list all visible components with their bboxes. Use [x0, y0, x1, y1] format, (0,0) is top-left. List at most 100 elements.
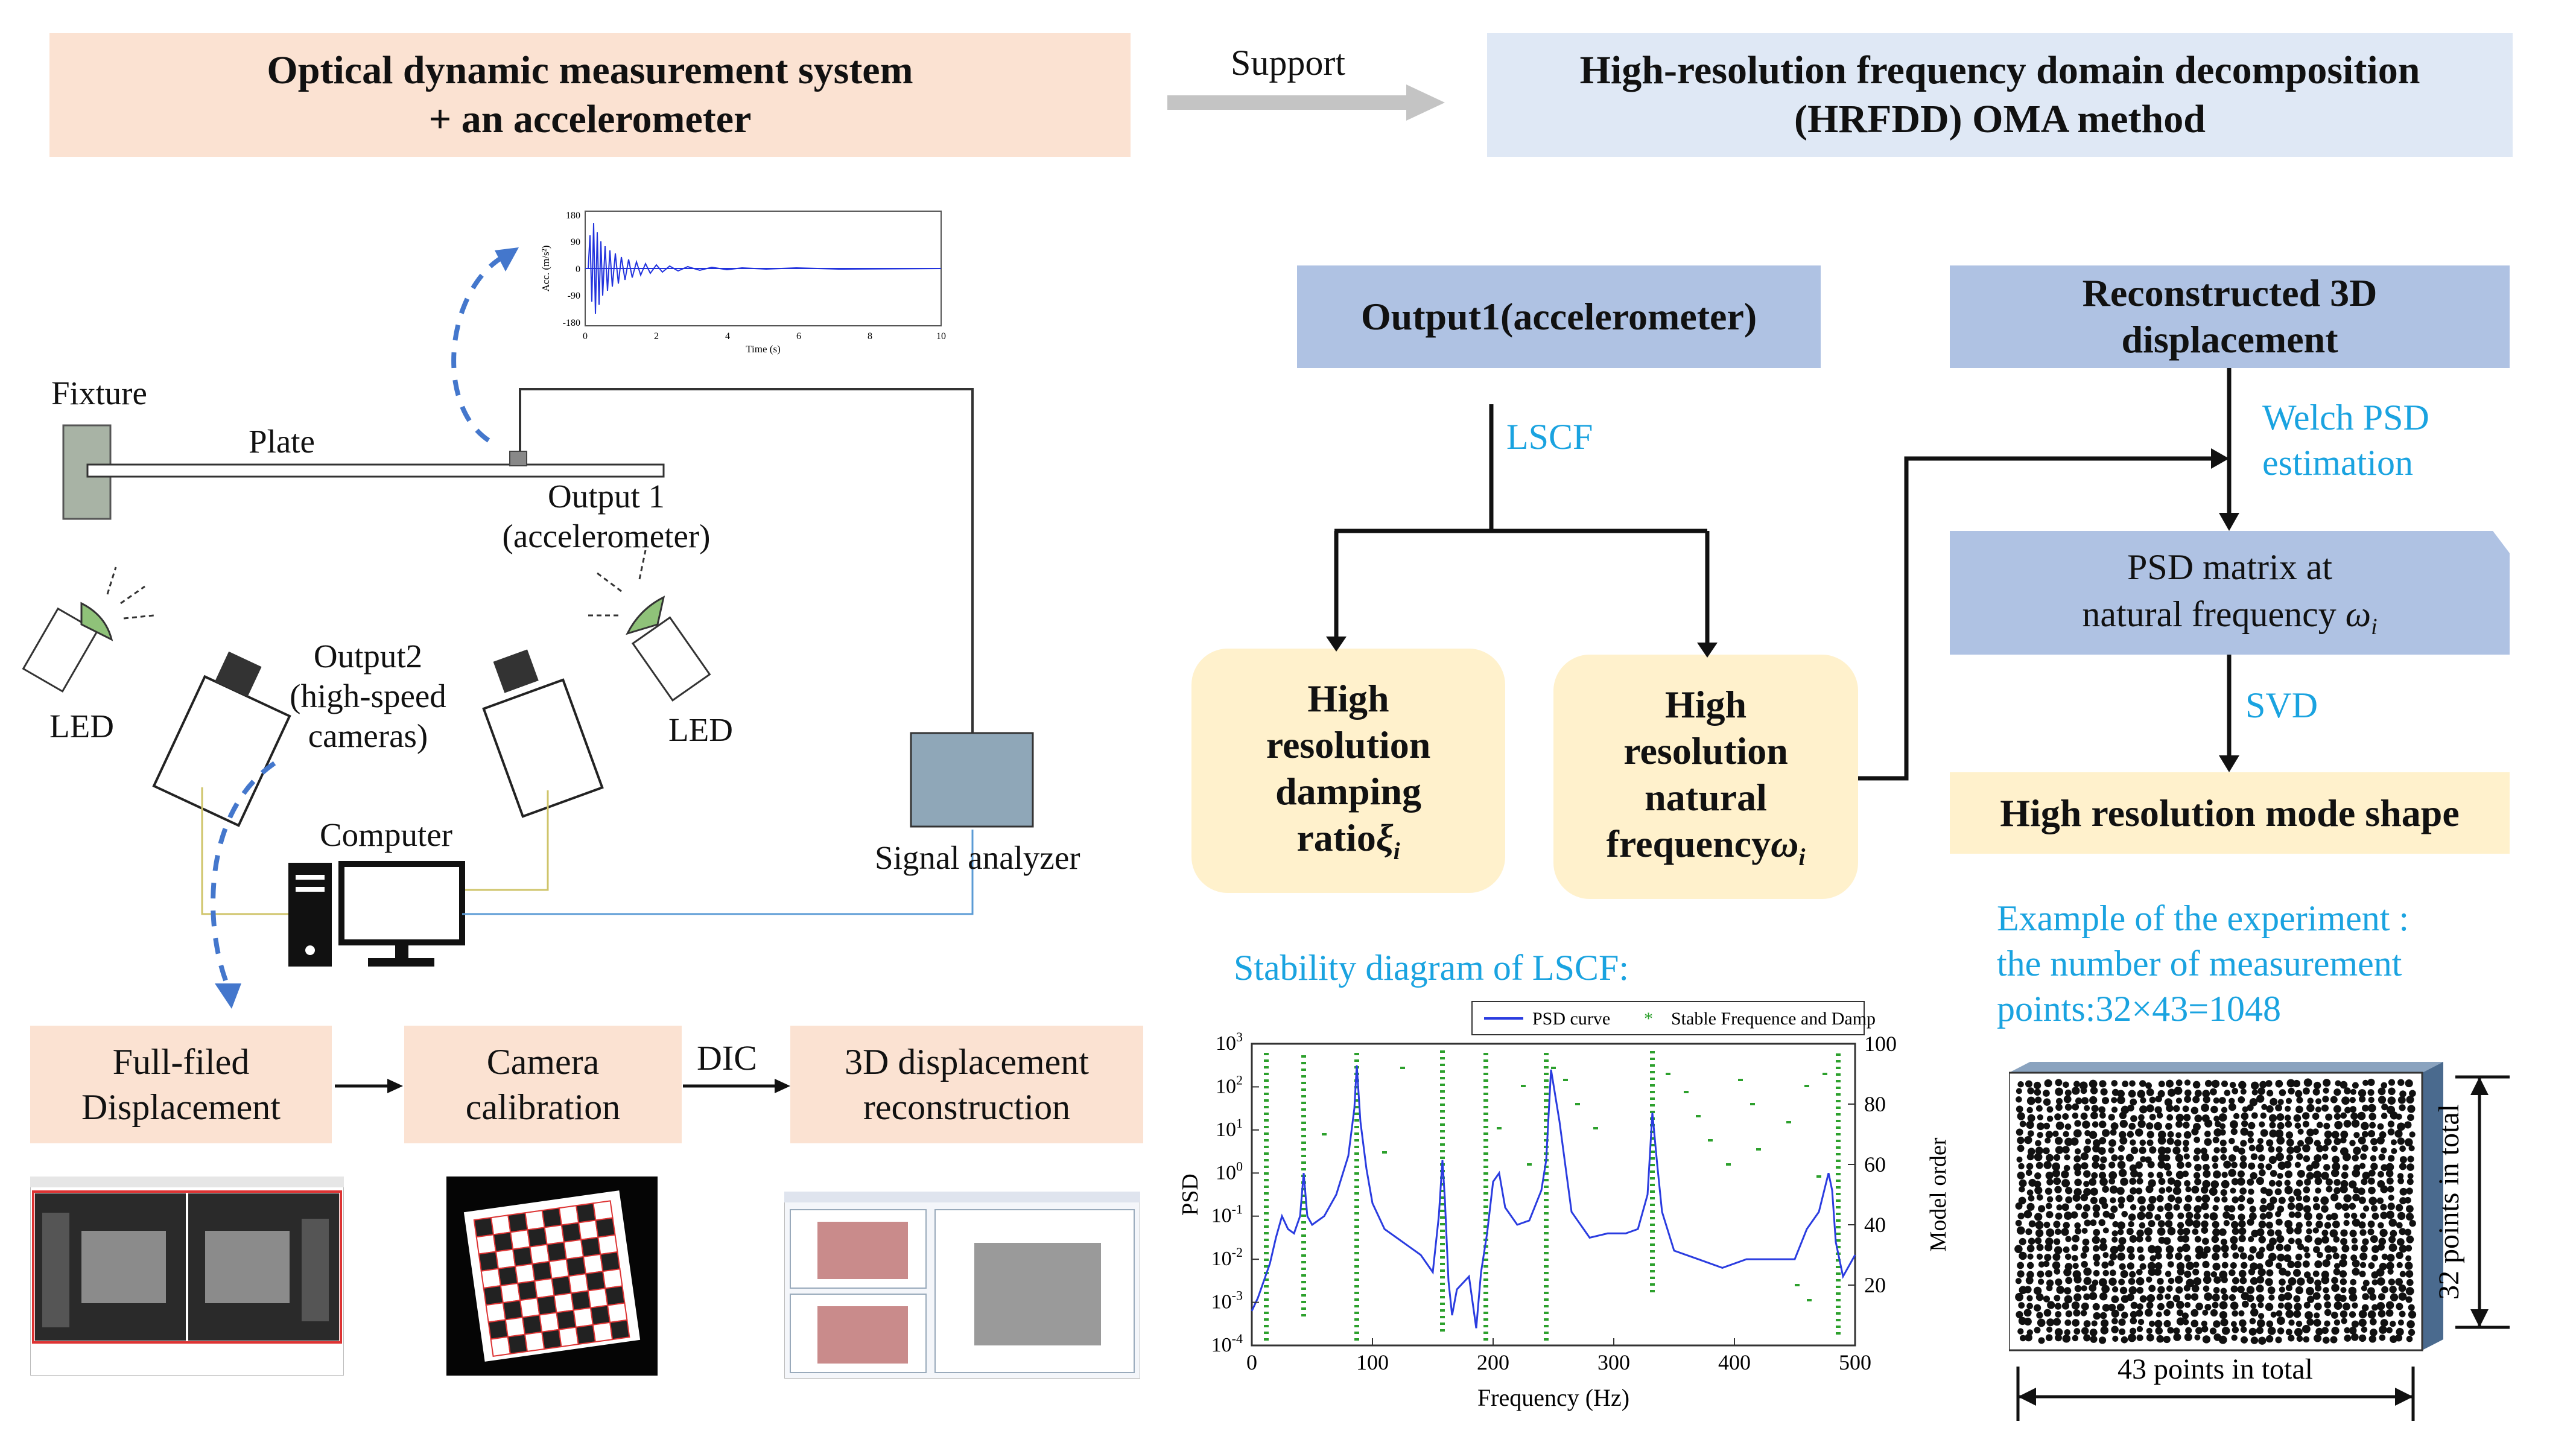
speckle-point [2166, 1104, 2174, 1113]
stable-marker [1264, 1086, 1269, 1088]
speckle-point [2367, 1287, 2375, 1295]
speckle-point [2335, 1080, 2341, 1087]
speckle-point [2204, 1119, 2213, 1128]
speckle-point [2212, 1293, 2220, 1302]
speckle-point [2193, 1277, 2201, 1286]
speckle-point [2218, 1113, 2227, 1122]
speckle-point [2381, 1286, 2389, 1294]
checker-square [556, 1309, 577, 1330]
natural-frequency-box: High resolution natural frequencyωi [1553, 655, 1858, 899]
speckle-point [2305, 1136, 2314, 1145]
speckle-point [2349, 1202, 2356, 1210]
speckle-point [2098, 1336, 2107, 1344]
speckle-point [2333, 1113, 2341, 1120]
speckle-point [2239, 1187, 2247, 1195]
speckle-point [2203, 1170, 2211, 1178]
speckle-point [2166, 1300, 2175, 1309]
speckle-point [2390, 1293, 2399, 1301]
speckle-point [2175, 1079, 2183, 1087]
speckle-point [2043, 1098, 2051, 1106]
speckle-point [2213, 1128, 2222, 1137]
speckle-point [2201, 1194, 2210, 1203]
speckle-point [2387, 1202, 2395, 1210]
speckle-point [2072, 1262, 2079, 1269]
speckle-point [2120, 1270, 2128, 1278]
stable-marker [1650, 1144, 1655, 1146]
speckle-point [2247, 1197, 2254, 1205]
speckle-point [2369, 1122, 2376, 1129]
speckle-point [2158, 1081, 2165, 1088]
speckle-point [2121, 1336, 2128, 1344]
speckle-point [2326, 1186, 2333, 1193]
speckle-point [2102, 1210, 2110, 1218]
speckle-point [2203, 1213, 2210, 1219]
speckle-point [2090, 1219, 2097, 1227]
speckle-point [2256, 1263, 2264, 1270]
speckle-point [2266, 1139, 2274, 1147]
stable-marker [1301, 1082, 1306, 1084]
speckle-point [2157, 1303, 2165, 1310]
speckle-point [2183, 1140, 2189, 1146]
speckle-point [2194, 1178, 2201, 1186]
speckle-point [2210, 1271, 2218, 1278]
stable-marker [1521, 1085, 1526, 1087]
speckle-point [2163, 1319, 2171, 1328]
speckle-point [2323, 1287, 2329, 1294]
speckle-point [2185, 1186, 2192, 1193]
speckle-point [2295, 1238, 2302, 1245]
stable-marker [1264, 1099, 1269, 1102]
stable-marker [1301, 1148, 1306, 1151]
speckle-point [2043, 1147, 2050, 1155]
stable-marker [1544, 1126, 1549, 1128]
stable-marker [1440, 1176, 1445, 1179]
stable-marker [1483, 1232, 1488, 1234]
speckle-point [2108, 1277, 2117, 1286]
stable-marker [1301, 1075, 1306, 1078]
speckle-point [2054, 1246, 2063, 1254]
checker-square [521, 1314, 543, 1335]
speckle-point [2408, 1304, 2415, 1311]
speckle-point [2351, 1237, 2358, 1244]
checker-square [595, 1217, 616, 1238]
speckle-point [2408, 1145, 2415, 1152]
speckle-point [2228, 1213, 2235, 1221]
speckle-point [2351, 1333, 2359, 1341]
speckle-point [2306, 1286, 2314, 1295]
speckle-point [2221, 1107, 2228, 1113]
speckle-point [2322, 1096, 2329, 1103]
speckle-point [2340, 1130, 2349, 1138]
speckle-point [2063, 1081, 2069, 1088]
stable-marker [1264, 1212, 1269, 1215]
checker-square [589, 1304, 611, 1326]
displacement-screenshot [30, 1176, 344, 1376]
stable-marker [1440, 1210, 1445, 1212]
speckle-point [2330, 1213, 2338, 1221]
speckle-point [2054, 1228, 2061, 1235]
speckle-point [2185, 1161, 2192, 1168]
speckle-point [2248, 1162, 2256, 1170]
speckle-point [2349, 1097, 2356, 1103]
stable-marker [1650, 1210, 1655, 1213]
speckle-point [2320, 1196, 2329, 1205]
speckle-point [2063, 1222, 2070, 1229]
speckle-point [2177, 1246, 2183, 1253]
speckle-point [2091, 1105, 2099, 1113]
speckle-point [2349, 1230, 2357, 1237]
speckle-point [2102, 1252, 2109, 1259]
speckle-point [2399, 1271, 2406, 1277]
speckle-point [2370, 1163, 2378, 1170]
speckle-point [2127, 1293, 2134, 1301]
stable-marker [1440, 1196, 1445, 1199]
speckle-point [2046, 1284, 2053, 1292]
speckle-point [2046, 1116, 2054, 1122]
speckle-point [2241, 1262, 2248, 1269]
legend-stable: Stable Frequence and Damp [1671, 1009, 1876, 1029]
speckle-point [2397, 1211, 2406, 1221]
speckle-point [2146, 1088, 2154, 1096]
speckle-point [2203, 1275, 2212, 1284]
speckle-point [2278, 1294, 2286, 1301]
speckle-point [2388, 1243, 2397, 1252]
speckle-point [2213, 1147, 2220, 1154]
speckle-point [2321, 1172, 2329, 1180]
stable-marker [1264, 1292, 1269, 1294]
